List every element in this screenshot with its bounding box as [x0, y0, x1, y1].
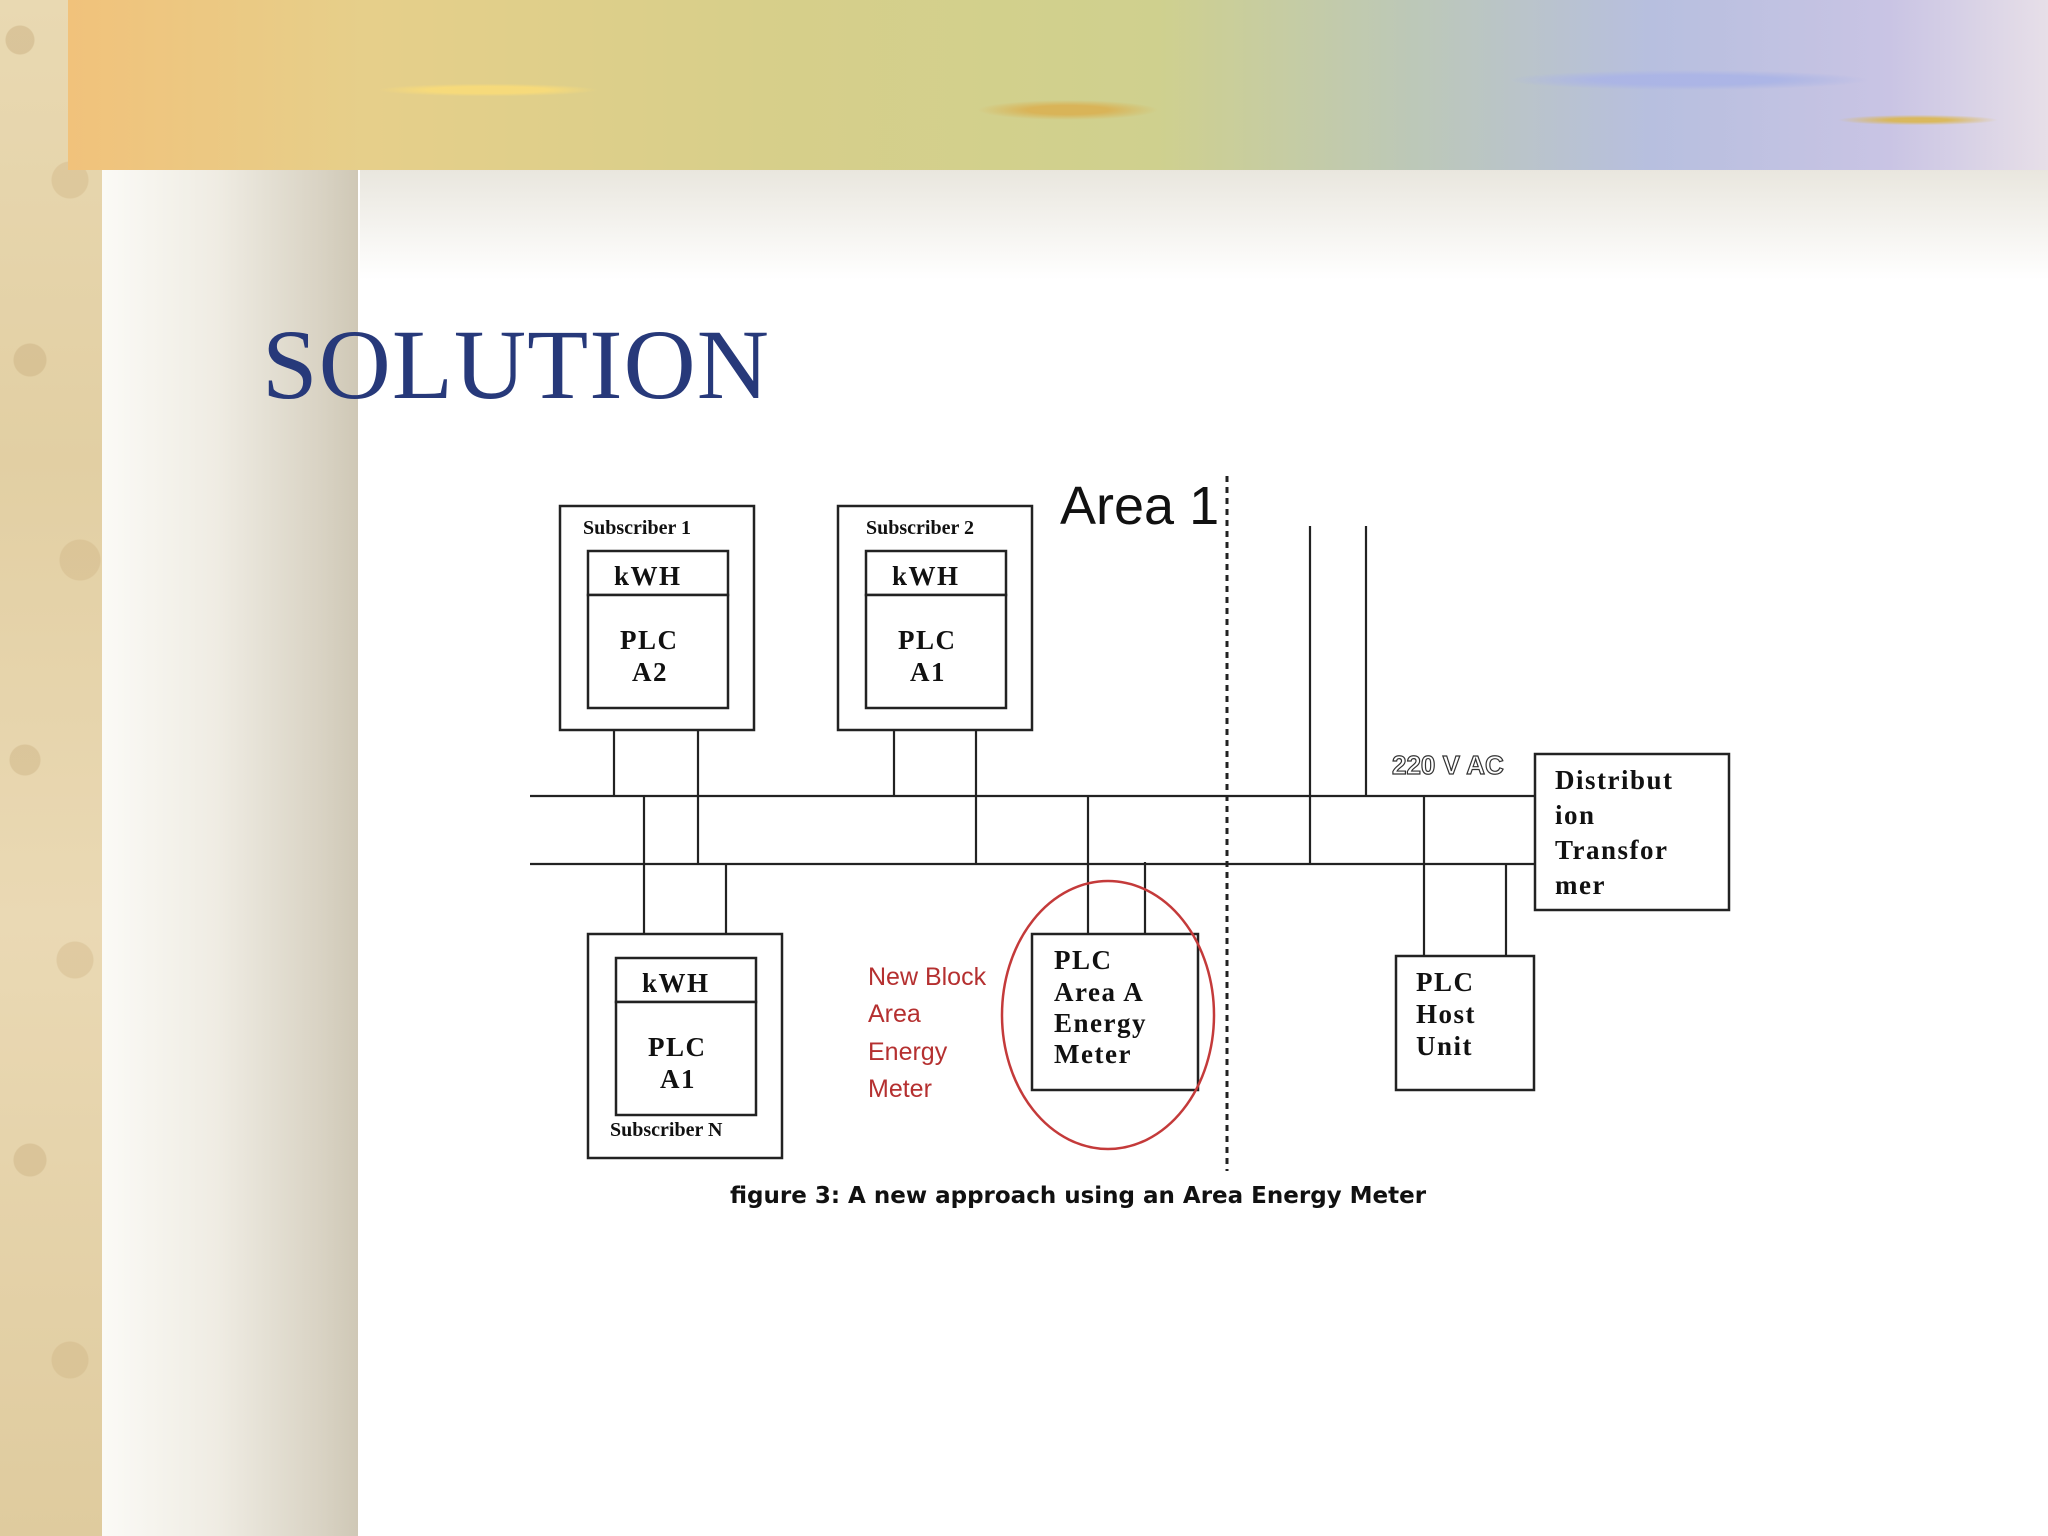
area-meter-line1: PLC — [1054, 945, 1113, 975]
area-energy-meter: PLC Area A Energy Meter — [1030, 932, 1200, 1092]
subscriber-n-label: Subscriber N — [610, 1119, 723, 1141]
transformer-line4: mer — [1555, 870, 1606, 900]
new-block-note-line3: Energy — [868, 1038, 948, 1066]
host-unit-line3: Unit — [1416, 1031, 1473, 1061]
figure-caption: figure 3: A new approach using an Area E… — [730, 1183, 1427, 1209]
host-unit-line1: PLC — [1416, 967, 1475, 997]
subscriber-2-plc-id: A1 — [910, 657, 946, 687]
plc-host-unit: PLC Host Unit — [1394, 954, 1536, 1092]
voltage-label: 220 V AC — [1392, 750, 1504, 780]
new-block-note: New Block — [868, 963, 987, 991]
subscriber-n-meter: kWH — [642, 968, 710, 998]
area-meter-line4: Meter — [1054, 1039, 1132, 1069]
subscriber-1-meter: kWH — [614, 561, 682, 591]
floral-banner — [68, 0, 2048, 170]
subscriber-2-label: Subscriber 2 — [866, 517, 974, 539]
subscriber-2-plc: PLC — [898, 625, 957, 655]
highlight-ellipse — [1000, 879, 1216, 1151]
area-label: Area 1 — [1060, 476, 1219, 536]
subscriber-1-plc-id: A2 — [632, 657, 668, 687]
subscriber-1-plc: PLC — [620, 625, 679, 655]
subscriber-1-label: Subscriber 1 — [583, 517, 691, 539]
slide-title: SOLUTION — [262, 309, 770, 420]
subscriber-1: Subscriber 1 kWH PLC A2 — [558, 504, 756, 732]
distribution-transformer: Distribut ion Transfor mer — [1533, 752, 1731, 912]
host-unit-line2: Host — [1416, 999, 1476, 1029]
area-meter-line3: Energy — [1054, 1008, 1147, 1038]
subscriber-n-plc-id: A1 — [660, 1064, 696, 1094]
new-block-note-line2: Area — [868, 1000, 921, 1028]
area-meter-line2: Area A — [1054, 977, 1144, 1007]
subscriber-2: Subscriber 2 kWH PLC A1 — [836, 504, 1034, 732]
transformer-line3: Transfor — [1555, 835, 1669, 865]
parchment-strip — [0, 0, 102, 1536]
shadow-column — [102, 170, 358, 1536]
subscriber-2-meter: kWH — [892, 561, 960, 591]
transformer-line1: Distribut — [1555, 765, 1674, 795]
network-diagram: Subscriber 1 kWH PLC A2 Subscriber 2 kWH… — [520, 466, 1750, 1226]
new-block-note-line4: Meter — [868, 1075, 932, 1103]
transformer-line2: ion — [1555, 800, 1596, 830]
banner-shadow — [360, 170, 2048, 280]
subscriber-n: kWH PLC A1 Subscriber N — [586, 932, 784, 1160]
diagram-svg: Subscriber 1 kWH PLC A2 Subscriber 2 kWH… — [530, 476, 1731, 1209]
subscriber-n-plc: PLC — [648, 1032, 707, 1062]
